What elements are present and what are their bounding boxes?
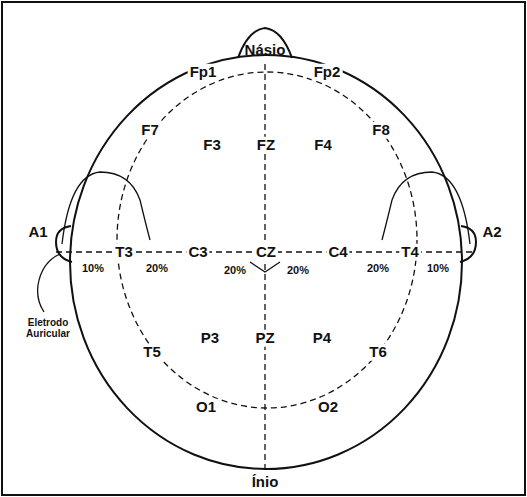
electrode-label: Fp1 xyxy=(188,64,219,81)
electrode-label: Ínio xyxy=(250,474,281,491)
electrode-label: T6 xyxy=(367,344,389,361)
electrode-label: F4 xyxy=(312,137,334,154)
electrode-label: F7 xyxy=(139,122,161,139)
electrode-label: C3 xyxy=(186,244,209,261)
electrode-label: T5 xyxy=(141,344,163,361)
electrode-label: A1 xyxy=(26,224,49,241)
vertex-mark xyxy=(250,262,280,272)
ear-clip-wire xyxy=(382,172,470,244)
electrode-label: C4 xyxy=(326,244,349,261)
electrode-label: O2 xyxy=(316,399,340,416)
distance-percent: 20% xyxy=(144,262,170,274)
electrode-label: T3 xyxy=(113,244,135,261)
electrode-label: PZ xyxy=(253,330,276,347)
note-label: Eletrodo Auricular xyxy=(11,317,85,339)
electrode-label: T4 xyxy=(399,244,421,261)
distance-percent: 10% xyxy=(80,262,106,274)
distance-percent: 10% xyxy=(425,262,451,274)
midline xyxy=(264,64,265,470)
electrode-label: Násio xyxy=(243,42,288,59)
distance-percent: 20% xyxy=(365,262,391,274)
distance-percent: 20% xyxy=(285,264,311,276)
electrode-label: CZ xyxy=(254,244,278,261)
electrode-label: P3 xyxy=(199,330,221,347)
electrode-label: A2 xyxy=(480,224,503,241)
ear-clip-wire xyxy=(62,172,150,244)
electrode-label: P4 xyxy=(311,330,333,347)
dashed-circumference xyxy=(117,72,417,408)
electrode-label: FZ xyxy=(255,137,277,154)
electrode-label: F8 xyxy=(370,122,392,139)
electrode-label: F3 xyxy=(201,137,223,154)
electrode-label: Fp2 xyxy=(312,64,343,81)
leader-line xyxy=(38,254,60,312)
distance-percent: 20% xyxy=(222,264,248,276)
electrode-label: O1 xyxy=(194,399,218,416)
nose xyxy=(238,28,292,58)
head-outline xyxy=(70,55,462,469)
